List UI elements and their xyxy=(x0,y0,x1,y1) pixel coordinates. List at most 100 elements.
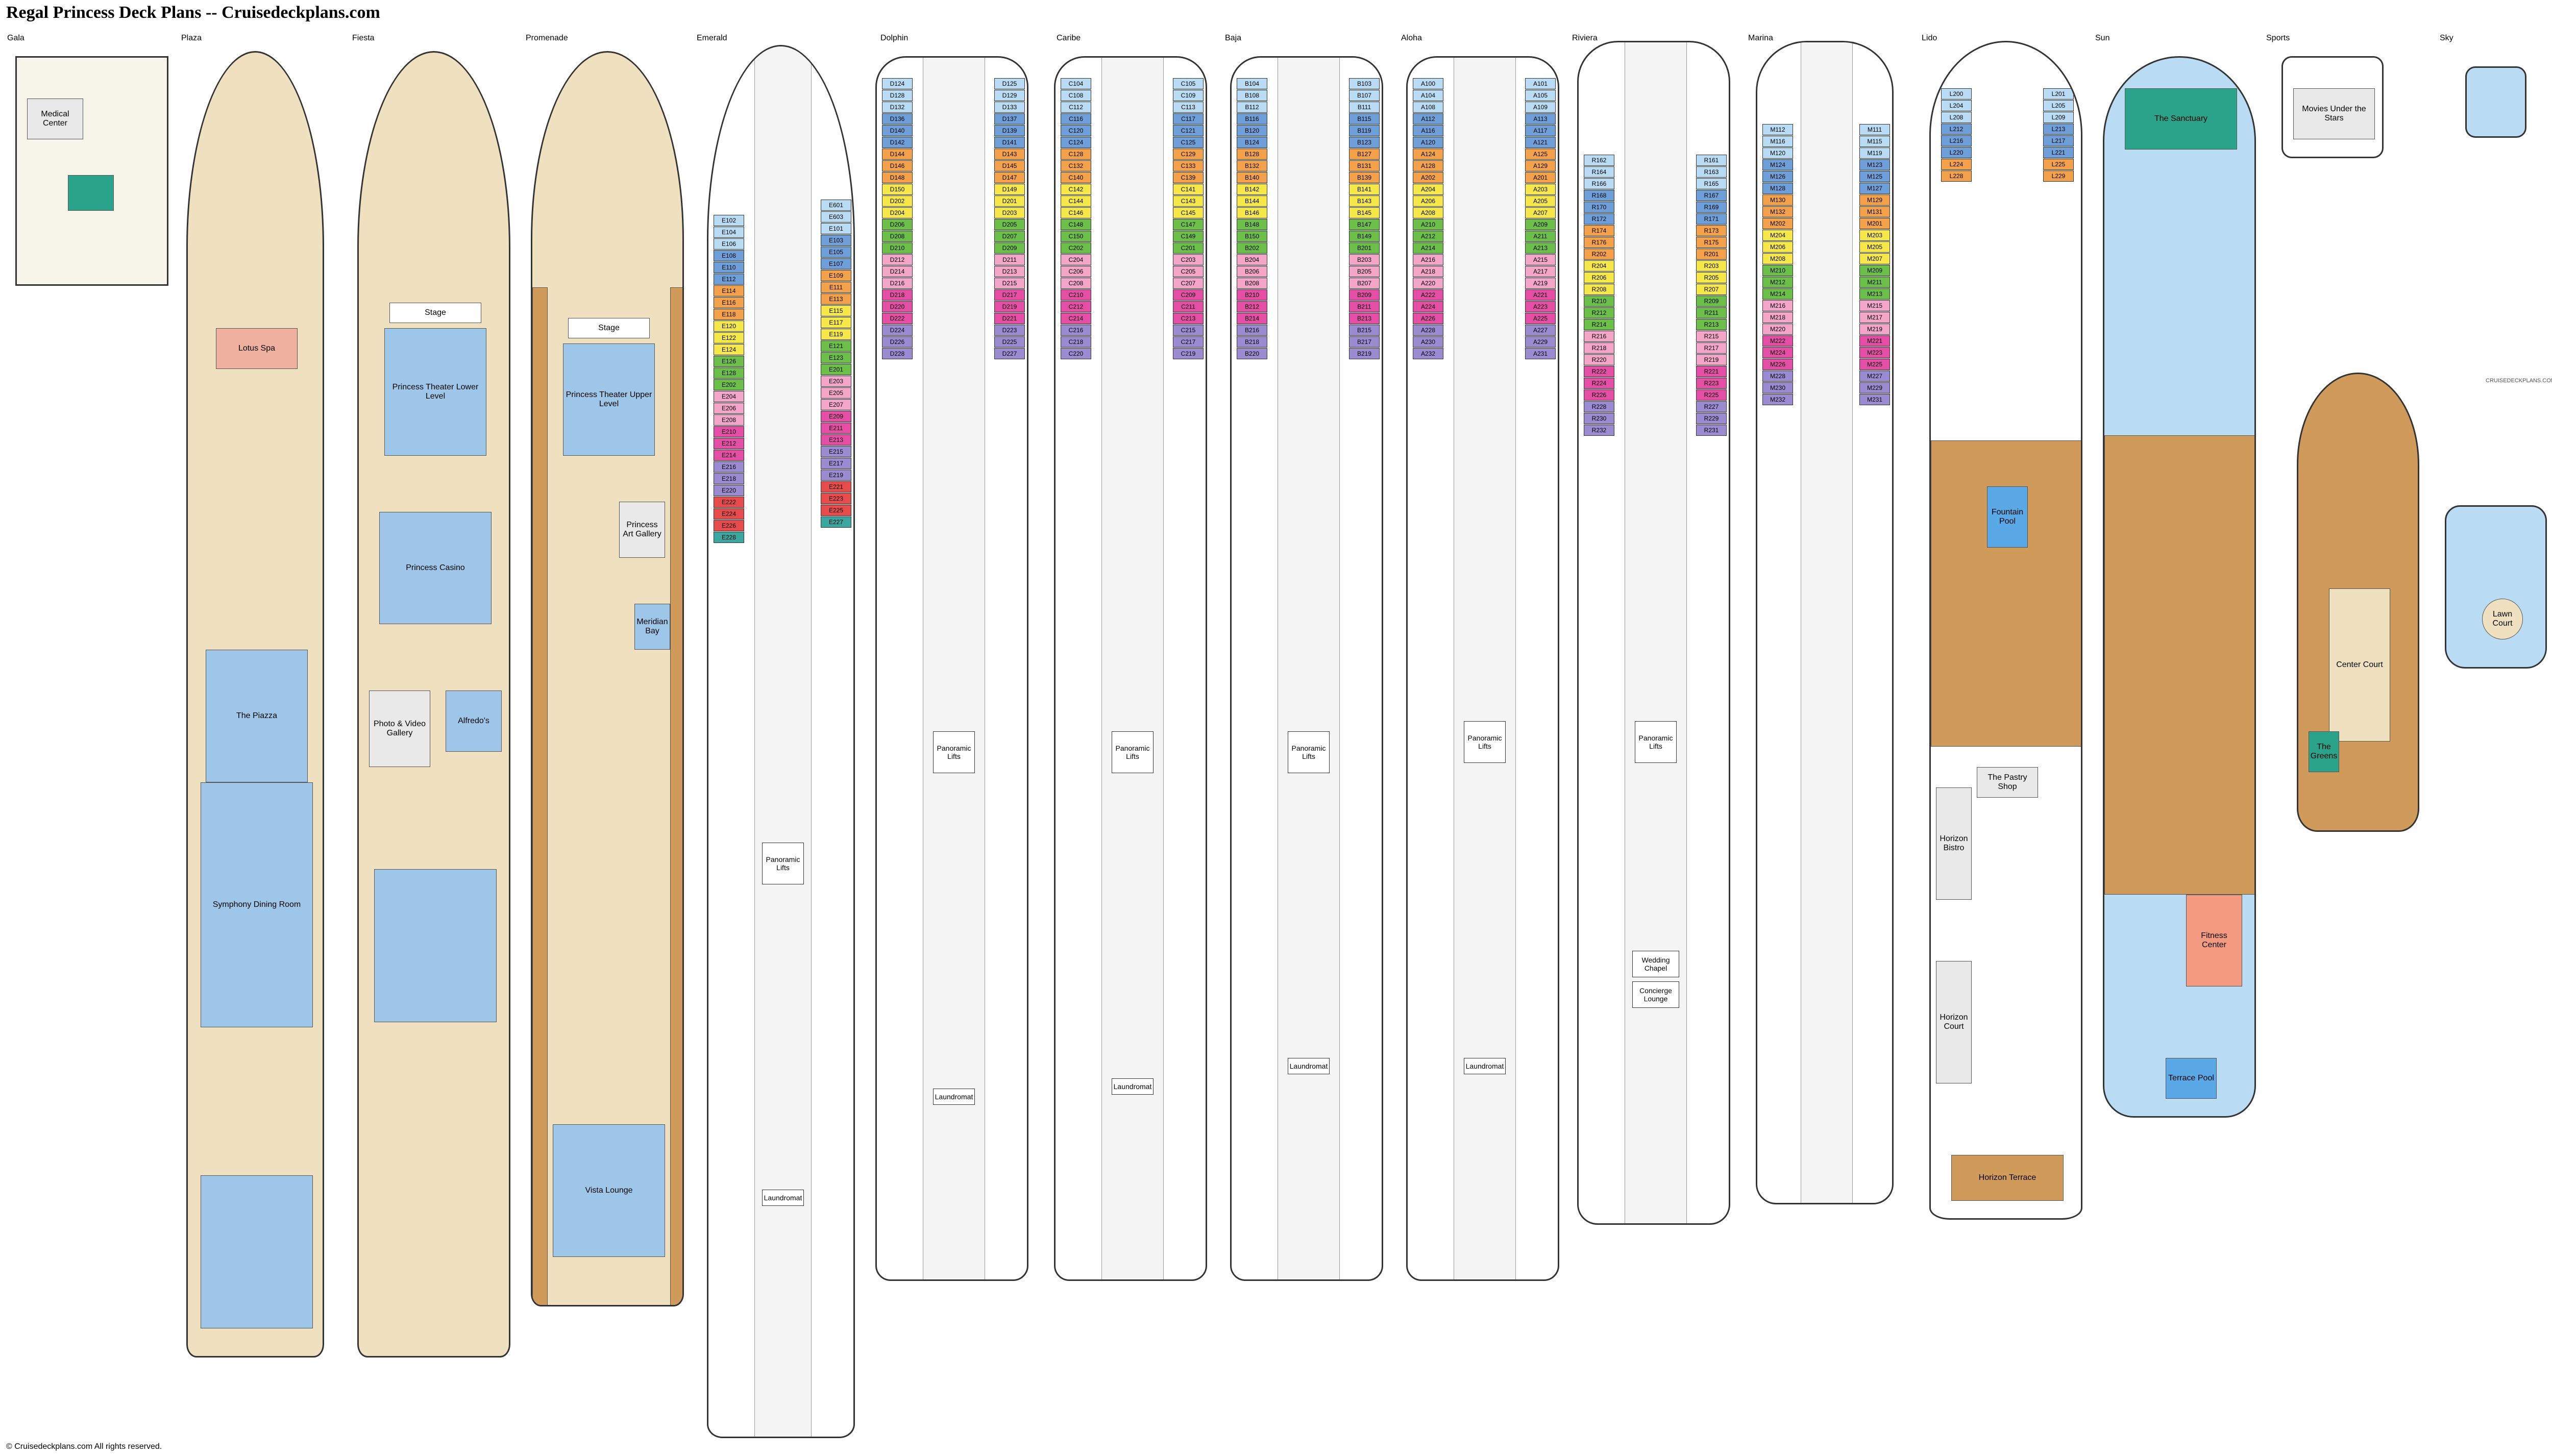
cabin-m115[interactable]: M115 xyxy=(1859,136,1890,147)
the-piazza[interactable]: The Piazza xyxy=(206,650,308,782)
fiesta-stage[interactable]: Stage xyxy=(389,303,481,323)
cabin-a210[interactable]: A210 xyxy=(1413,219,1443,230)
cabin-r213[interactable]: R213 xyxy=(1696,319,1727,330)
cabin-r216[interactable]: R216 xyxy=(1584,331,1614,342)
cabin-d204[interactable]: D204 xyxy=(882,207,913,218)
cabin-b205[interactable]: B205 xyxy=(1349,266,1380,277)
cabin-c148[interactable]: C148 xyxy=(1061,219,1091,230)
cabin-b120[interactable]: B120 xyxy=(1237,125,1267,136)
cabin-c144[interactable]: C144 xyxy=(1061,195,1091,207)
cabin-d220[interactable]: D220 xyxy=(882,301,913,312)
cabin-b219[interactable]: B219 xyxy=(1349,348,1380,359)
cabin-c133[interactable]: C133 xyxy=(1173,160,1204,171)
dolphin-laundromat[interactable]: Laundromat xyxy=(933,1089,975,1105)
cabin-r161[interactable]: R161 xyxy=(1696,155,1727,166)
cabin-m206[interactable]: M206 xyxy=(1762,241,1793,253)
cabin-m217[interactable]: M217 xyxy=(1859,312,1890,323)
cabin-d217[interactable]: D217 xyxy=(994,289,1025,301)
cabin-r201[interactable]: R201 xyxy=(1696,249,1727,260)
cabin-m112[interactable]: M112 xyxy=(1762,124,1793,135)
cabin-c141[interactable]: C141 xyxy=(1173,184,1204,195)
cabin-l216[interactable]: L216 xyxy=(1941,135,1972,146)
cabin-e204[interactable]: E204 xyxy=(714,391,744,402)
fitness-center[interactable]: Fitness Center xyxy=(2186,895,2242,986)
cabin-b124[interactable]: B124 xyxy=(1237,137,1267,148)
cabin-e223[interactable]: E223 xyxy=(821,493,851,504)
cabin-e217[interactable]: E217 xyxy=(821,458,851,469)
cabin-b212[interactable]: B212 xyxy=(1237,301,1267,312)
cabin-m223[interactable]: M223 xyxy=(1859,347,1890,358)
riviera-panoramic-lifts[interactable]: Panoramic Lifts xyxy=(1635,721,1677,763)
cabin-m226[interactable]: M226 xyxy=(1762,359,1793,370)
cabin-e112[interactable]: E112 xyxy=(714,274,744,285)
cabin-a213[interactable]: A213 xyxy=(1525,242,1556,254)
cabin-r228[interactable]: R228 xyxy=(1584,401,1614,412)
cabin-c219[interactable]: C219 xyxy=(1173,348,1204,359)
cabin-c147[interactable]: C147 xyxy=(1173,219,1204,230)
cabin-r166[interactable]: R166 xyxy=(1584,178,1614,189)
cabin-m116[interactable]: M116 xyxy=(1762,136,1793,147)
cabin-d144[interactable]: D144 xyxy=(882,149,913,160)
cabin-e110[interactable]: E110 xyxy=(714,262,744,273)
cabin-m111[interactable]: M111 xyxy=(1859,124,1890,135)
cabin-r175[interactable]: R175 xyxy=(1696,237,1727,248)
cabin-d143[interactable]: D143 xyxy=(994,149,1025,160)
cabin-m205[interactable]: M205 xyxy=(1859,241,1890,253)
cabin-a228[interactable]: A228 xyxy=(1413,325,1443,336)
princess-theater-lower[interactable]: Princess Theater Lower Level xyxy=(384,328,486,456)
cabin-c105[interactable]: C105 xyxy=(1173,78,1204,89)
cabin-c204[interactable]: C204 xyxy=(1061,254,1091,265)
cabin-m219[interactable]: M219 xyxy=(1859,324,1890,335)
cabin-m203[interactable]: M203 xyxy=(1859,230,1890,241)
cabin-d227[interactable]: D227 xyxy=(994,348,1025,359)
cabin-c108[interactable]: C108 xyxy=(1061,90,1091,101)
cabin-a227[interactable]: A227 xyxy=(1525,325,1556,336)
cabin-r212[interactable]: R212 xyxy=(1584,307,1614,318)
cabin-e210[interactable]: E210 xyxy=(714,426,744,437)
riviera-wedding-chapel[interactable]: Wedding Chapel xyxy=(1632,951,1679,977)
cabin-a204[interactable]: A204 xyxy=(1413,184,1443,195)
cabin-c203[interactable]: C203 xyxy=(1173,254,1204,265)
cabin-b215[interactable]: B215 xyxy=(1349,325,1380,336)
horizon-bistro[interactable]: Horizon Bistro xyxy=(1936,787,1972,900)
riviera-concierge-lounge[interactable]: Concierge Lounge xyxy=(1632,981,1679,1008)
cabin-m220[interactable]: M220 xyxy=(1762,324,1793,335)
cabin-b144[interactable]: B144 xyxy=(1237,195,1267,207)
cabin-c146[interactable]: C146 xyxy=(1061,207,1091,218)
cabin-e123[interactable]: E123 xyxy=(821,352,851,363)
cabin-m204[interactable]: M204 xyxy=(1762,230,1793,241)
cabin-d210[interactable]: D210 xyxy=(882,242,913,254)
cabin-d145[interactable]: D145 xyxy=(994,160,1025,171)
cabin-c104[interactable]: C104 xyxy=(1061,78,1091,89)
cabin-m227[interactable]: M227 xyxy=(1859,371,1890,382)
cabin-d124[interactable]: D124 xyxy=(882,78,913,89)
cabin-m201[interactable]: M201 xyxy=(1859,218,1890,229)
cabin-m216[interactable]: M216 xyxy=(1762,300,1793,311)
cabin-a223[interactable]: A223 xyxy=(1525,301,1556,312)
cabin-d125[interactable]: D125 xyxy=(994,78,1025,89)
cabin-a221[interactable]: A221 xyxy=(1525,289,1556,301)
cabin-r222[interactable]: R222 xyxy=(1584,366,1614,377)
cabin-d208[interactable]: D208 xyxy=(882,231,913,242)
cabin-m124[interactable]: M124 xyxy=(1762,159,1793,170)
cabin-d209[interactable]: D209 xyxy=(994,242,1025,254)
cabin-e121[interactable]: E121 xyxy=(821,340,851,352)
cabin-l201[interactable]: L201 xyxy=(2043,88,2074,100)
cabin-d148[interactable]: D148 xyxy=(882,172,913,183)
cabin-b112[interactable]: B112 xyxy=(1237,102,1267,113)
cabin-r230[interactable]: R230 xyxy=(1584,413,1614,424)
cabin-m218[interactable]: M218 xyxy=(1762,312,1793,323)
cabin-b139[interactable]: B139 xyxy=(1349,172,1380,183)
cabin-b127[interactable]: B127 xyxy=(1349,149,1380,160)
cabin-d142[interactable]: D142 xyxy=(882,137,913,148)
cabin-l228[interactable]: L228 xyxy=(1941,170,1972,182)
cabin-c213[interactable]: C213 xyxy=(1173,313,1204,324)
cabin-c220[interactable]: C220 xyxy=(1061,348,1091,359)
cabin-c109[interactable]: C109 xyxy=(1173,90,1204,101)
cabin-b142[interactable]: B142 xyxy=(1237,184,1267,195)
cabin-d147[interactable]: D147 xyxy=(994,172,1025,183)
cabin-c125[interactable]: C125 xyxy=(1173,137,1204,148)
cabin-m126[interactable]: M126 xyxy=(1762,171,1793,182)
cabin-b146[interactable]: B146 xyxy=(1237,207,1267,218)
cabin-r206[interactable]: R206 xyxy=(1584,272,1614,283)
